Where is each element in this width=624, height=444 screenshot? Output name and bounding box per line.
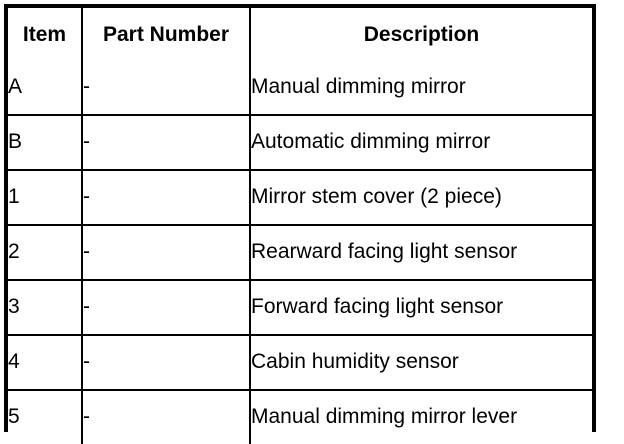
cell-description: Manual dimming mirror lever (250, 390, 592, 444)
table-header: Item Part Number Description (8, 8, 592, 61)
table-row: 5 - Manual dimming mirror lever (8, 390, 592, 444)
cell-item: 5 (8, 390, 83, 444)
cell-description: Manual dimming mirror (250, 61, 592, 116)
table-row: 3 - Forward facing light sensor (8, 280, 592, 336)
cell-item: 2 (8, 225, 83, 281)
table-row: 2 - Rearward facing light sensor (8, 225, 592, 281)
header-row: Item Part Number Description (8, 8, 592, 61)
column-header-item: Item (8, 8, 83, 61)
cell-part-number: - (82, 335, 251, 391)
cell-part-number: - (82, 390, 251, 444)
cell-item: 1 (8, 170, 83, 226)
parts-table-container: Item Part Number Description A - Manual … (4, 4, 596, 444)
cell-item: B (8, 115, 83, 171)
table-body: A - Manual dimming mirror B - Automatic … (8, 61, 592, 444)
cell-item: 3 (8, 280, 83, 336)
table-row: A - Manual dimming mirror (8, 61, 592, 116)
cell-item: A (8, 61, 83, 116)
cell-part-number: - (82, 61, 251, 116)
cell-description: Rearward facing light sensor (250, 225, 592, 281)
cell-part-number: - (82, 225, 251, 281)
table-row: B - Automatic dimming mirror (8, 115, 592, 171)
cell-description: Forward facing light sensor (250, 280, 592, 336)
parts-table: Item Part Number Description A - Manual … (8, 8, 592, 444)
cell-part-number: - (82, 170, 251, 226)
cell-description: Mirror stem cover (2 piece) (250, 170, 592, 226)
column-header-part-number: Part Number (82, 8, 251, 61)
column-header-description: Description (250, 8, 592, 61)
cell-part-number: - (82, 115, 251, 171)
cell-item: 4 (8, 335, 83, 391)
table-row: 4 - Cabin humidity sensor (8, 335, 592, 391)
cell-description: Automatic dimming mirror (250, 115, 592, 171)
table-row: 1 - Mirror stem cover (2 piece) (8, 170, 592, 226)
cell-part-number: - (82, 280, 251, 336)
cell-description: Cabin humidity sensor (250, 335, 592, 391)
